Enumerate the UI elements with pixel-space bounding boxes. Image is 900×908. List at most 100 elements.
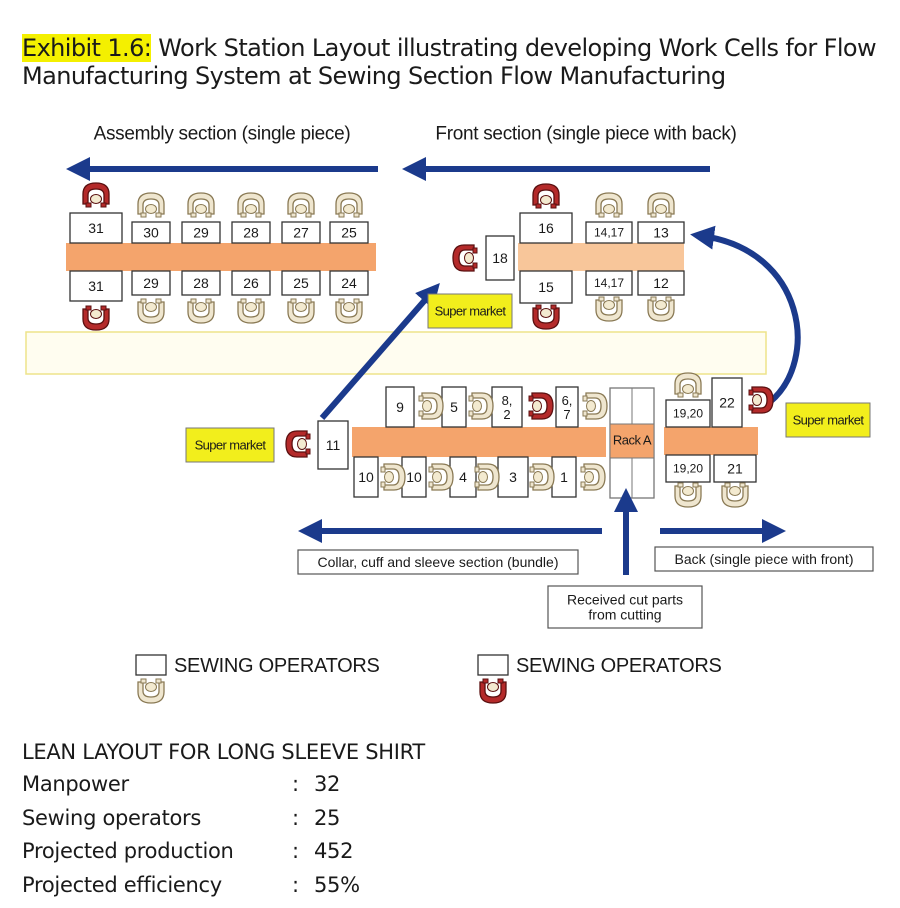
station-number: 9 [396, 399, 404, 415]
station-number: 1 [560, 469, 568, 485]
summary-heading: LEAN LAYOUT FOR LONG SLEEVE SHIRT [22, 740, 425, 764]
operator-tan-chair [287, 298, 315, 324]
station-number: 29 [193, 225, 209, 241]
front-bottom-station [519, 270, 573, 304]
assembly-section-label: Assembly section (single piece) [94, 124, 351, 145]
station-number: 30 [143, 225, 159, 241]
operator-tan-chair [428, 463, 454, 491]
station-number: 31 [88, 220, 104, 236]
supermarket-back [785, 402, 871, 438]
back-top-station [665, 399, 711, 428]
operator-red-chair [532, 304, 560, 330]
station-number: 11 [326, 437, 341, 453]
operator-tan-chair [380, 463, 406, 491]
station-number: 25 [293, 275, 309, 291]
legend-label: SEWING OPERATORS [516, 655, 722, 677]
station-number: 25 [341, 225, 357, 241]
summary-value: 32 [314, 772, 341, 796]
station-number: 27 [293, 225, 309, 241]
station-number: 22 [719, 395, 735, 411]
operator-tan-chair [187, 298, 215, 324]
assembly-top-station [329, 221, 369, 244]
front-section-label: Front section (single piece with back) [435, 124, 736, 145]
assembly-bottom-station [69, 270, 123, 302]
station-number: 10 [358, 469, 374, 485]
collar-top-station [441, 386, 467, 428]
operator-tan-chair [418, 392, 444, 420]
legend-operator-tan-icon [137, 678, 165, 704]
operator-tan-chair [335, 192, 363, 218]
operator-tan-chair [529, 463, 555, 491]
operator-tan-chair [674, 372, 702, 398]
operator-tan-chair [647, 296, 675, 322]
summary-value: 25 [314, 805, 341, 830]
front-top-station [585, 221, 633, 244]
summary-row-projected-production: Projected production:452 [22, 835, 425, 869]
supermarket-label: Super market [793, 413, 865, 428]
assembly-top-station [281, 221, 321, 244]
collar-bottom-station [353, 456, 379, 498]
assembly-bottom-station [281, 270, 321, 296]
operator-tan-chair [137, 298, 165, 324]
operator-tan-chair [595, 296, 623, 322]
station-number: 13 [653, 225, 669, 241]
operator-tan-chair [187, 192, 215, 218]
back-top-station [711, 377, 743, 428]
operator-tan-chair [595, 192, 623, 218]
summary-row-manpower: Manpower:32 [22, 768, 425, 802]
summary-block: LEAN LAYOUT FOR LONG SLEEVE SHIRT Manpow… [22, 736, 425, 902]
station-number: 24 [341, 275, 357, 291]
front-single-station [485, 235, 515, 281]
collar-table [352, 427, 606, 457]
station-number: 14,17 [594, 226, 624, 240]
supermarket-label: Super market [195, 438, 267, 453]
title-line-2: Manufacturing System at Sewing Section F… [22, 62, 726, 90]
summary-value: 452 [314, 839, 354, 863]
operator-red-chair [82, 182, 110, 208]
station-number: 31 [88, 278, 104, 294]
operator-tan-chair [580, 463, 606, 491]
station-number: 3 [509, 469, 517, 485]
legend-station-icon [135, 654, 167, 676]
station-number: 12 [653, 275, 669, 291]
summary-label: Sewing operators [22, 805, 202, 830]
station-number: 19,20 [673, 407, 703, 421]
back-section-label-text: Back (single piece with front) [675, 551, 854, 567]
operator-tan-chair [721, 482, 749, 508]
operator-tan-chair [237, 298, 265, 324]
assembly-top-station [231, 221, 271, 244]
operator-red-chair [82, 305, 110, 331]
station-number: 5 [450, 399, 458, 415]
assembly-top-station [131, 221, 171, 244]
aisle [25, 331, 767, 375]
station-number: 19,20 [673, 462, 703, 476]
operator-tan-chair [335, 298, 363, 324]
operator-tan-chair [287, 192, 315, 218]
rack-a-label: Rack A [613, 433, 652, 448]
collar-single-station [317, 420, 349, 470]
operator-red-chair [528, 392, 554, 420]
operator-red-chair [748, 386, 774, 414]
station-number: 10 [406, 469, 422, 485]
back-table [664, 427, 758, 455]
summary-label: Projected production [22, 839, 234, 863]
front-table [518, 243, 684, 271]
assembly-bottom-station [181, 270, 221, 296]
summary-label: Manpower [22, 772, 129, 796]
operator-red-chair [452, 244, 478, 272]
supermarket-label: Super market [435, 304, 507, 319]
back-bottom-station [713, 454, 757, 483]
summary-label: Projected efficiency [22, 872, 222, 897]
title-line-1: Work Station Layout illustrating develop… [151, 34, 877, 62]
collar-section-label [297, 549, 579, 575]
summary-row-projected-efficiency: Projected efficiency:55% [22, 869, 425, 903]
flow-arrow-to-front-section [319, 282, 440, 420]
operator-tan-chair [647, 192, 675, 218]
front-bottom-station [585, 270, 633, 296]
flow-arrow-back-to-front [690, 225, 801, 405]
operator-tan-chair [474, 463, 500, 491]
collar-section-label-text: Collar, cuff and sleeve section (bundle) [318, 554, 559, 570]
front-bottom-station [637, 270, 685, 296]
